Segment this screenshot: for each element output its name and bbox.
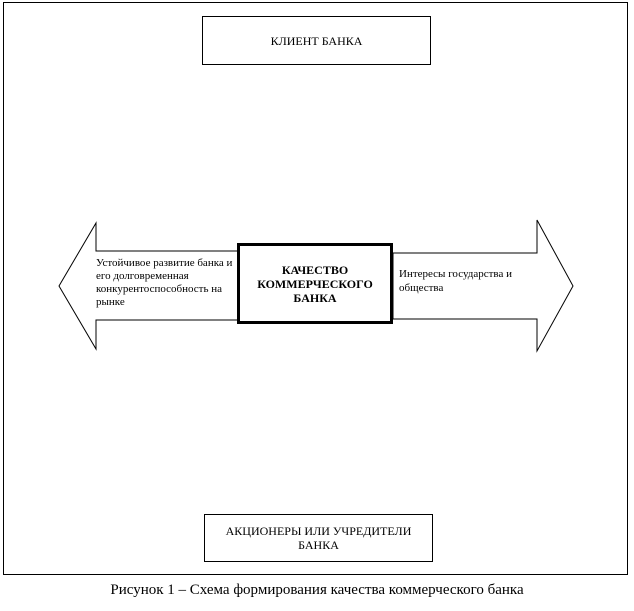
bank-quality-box: КАЧЕСТВО КОММЕРЧЕСКОГО БАНКА [237, 243, 393, 324]
shareholders-box: АКЦИОНЕРЫ ИЛИ УЧРЕДИТЕЛИ БАНКА [204, 514, 433, 562]
left-arrow-text: Устойчивое развитие банка и его долговре… [96, 257, 233, 308]
left-arrow [58, 221, 241, 351]
diagram-frame [3, 2, 628, 575]
right-arrow [392, 219, 574, 353]
right-arrow-text: Интересы государства и общества [399, 268, 512, 294]
figure-caption: Рисунок 1 – Схема формирования качества … [110, 582, 524, 598]
client-box: КЛИЕНТ БАНКА [202, 16, 431, 65]
